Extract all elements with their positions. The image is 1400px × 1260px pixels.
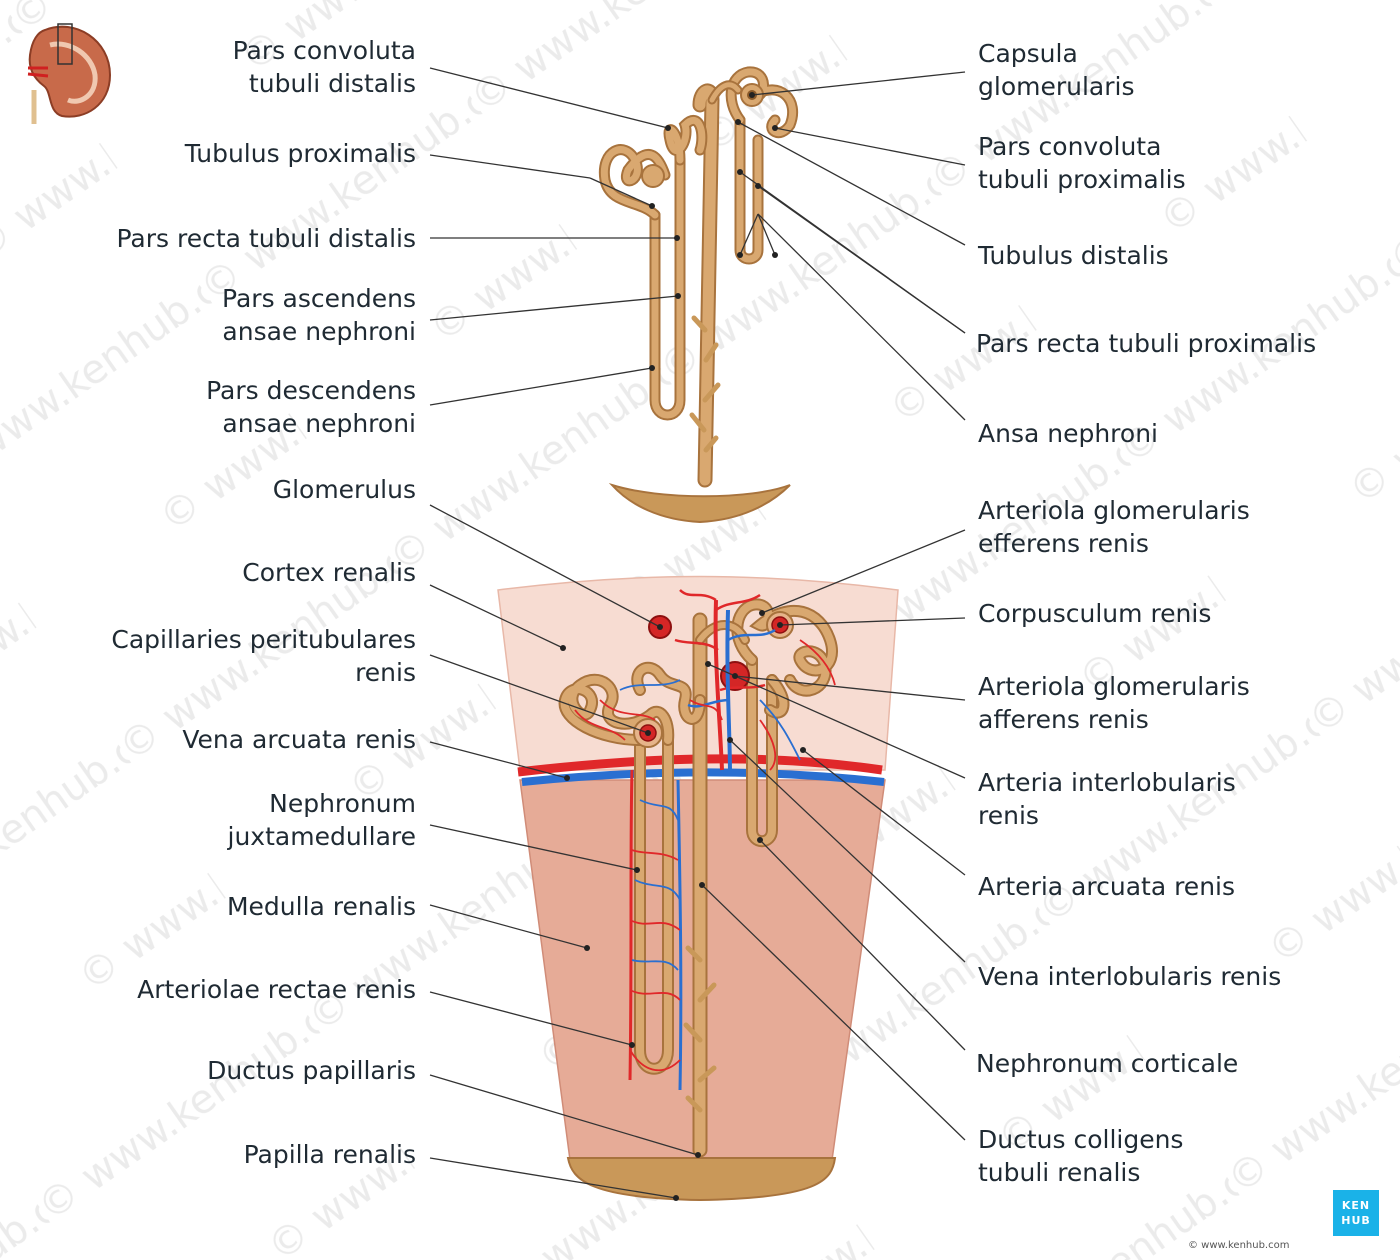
leader-capillaries-peritubulares xyxy=(429,654,649,734)
leader-vena-arcuata xyxy=(429,741,568,779)
leader-pars-convoluta-tubuli-distalis xyxy=(429,67,669,129)
leader-arteria-interlobularis xyxy=(707,663,966,779)
label-ansa-nephroni: Ansa nephroni xyxy=(978,419,1158,448)
label-pars-descendens-ansae-nephroni: Pars descendens ansae nephroni xyxy=(206,376,416,438)
label-pars-recta-tubuli-distalis: Pars recta tubuli distalis xyxy=(116,224,416,253)
label-arteriolae-rectae-renis: Arteriolae rectae renis xyxy=(137,975,416,1004)
label-capsula-glomerularis: Capsula glomerularis xyxy=(978,39,1135,101)
label-pars-convoluta-tubuli-distalis: Pars convoluta tubuli distalis xyxy=(232,36,416,98)
label-arteriola-glomerularis-efferens-renis: Arteriola glomerularis efferens renis xyxy=(978,496,1250,558)
leader-arteriola-efferens xyxy=(761,529,966,614)
label-vena-interlobularis-renis: Vena interlobularis renis xyxy=(978,962,1282,991)
label-nephronum-juxtamedullare: Nephronum juxtamedullare xyxy=(227,789,416,851)
kidney-thumbnail xyxy=(27,23,112,124)
leader-dots xyxy=(560,92,806,1201)
leader-tubulus-distalis xyxy=(737,121,966,246)
leader-glomerulus xyxy=(429,504,661,628)
leader-pars-convoluta-tubuli-proximalis xyxy=(774,127,966,166)
leader-cortex-renalis xyxy=(429,584,564,649)
leader-ansa-nephroni xyxy=(757,213,966,421)
label-ductus-colligens-tubuli-renalis: Ductus colligens tubuli renalis xyxy=(978,1125,1184,1187)
leader-corpusculum-renis xyxy=(779,617,966,626)
leader-pars-ascendens xyxy=(429,295,679,321)
leader-nephronum-corticale xyxy=(759,839,966,1051)
label-glomerulus: Glomerulus xyxy=(272,475,416,504)
label-corpusculum-renis: Corpusculum renis xyxy=(978,599,1212,628)
label-capillaries-peritubulares-renis: Capillaries peritubulares renis xyxy=(111,625,416,687)
leader-medulla-renalis xyxy=(429,904,588,949)
leader-arteria-arcuata xyxy=(802,749,966,876)
leader-ductus-papillaris xyxy=(429,1074,699,1156)
leader-ductus-colligens xyxy=(701,884,966,1141)
leader-nephronum-juxtamedullare xyxy=(429,824,638,871)
kenhub-logo: KEN HUB xyxy=(1333,1190,1379,1236)
label-pars-convoluta-tubuli-proximalis: Pars convoluta tubuli proximalis xyxy=(978,132,1186,194)
label-pars-recta-tubuli-proximalis: Pars recta tubuli proximalis xyxy=(976,329,1317,358)
credit-text: © www.kenhub.com xyxy=(1188,1240,1290,1251)
leader-arteriola-afferens xyxy=(734,675,966,701)
label-tubulus-distalis: Tubulus distalis xyxy=(978,241,1169,270)
label-medulla-renalis: Medulla renalis xyxy=(226,892,416,921)
leader-papilla-renalis xyxy=(429,1157,677,1199)
label-cortex-renalis: Cortex renalis xyxy=(242,558,416,587)
label-arteria-interlobularis-renis: Arteria interlobularis renis xyxy=(978,768,1236,830)
label-tubulus-proximalis: Tubulus proximalis xyxy=(184,139,416,168)
label-ductus-papillaris: Ductus papillaris xyxy=(207,1056,416,1085)
label-arteriola-glomerularis-afferens-renis: Arteriola glomerularis afferens renis xyxy=(978,672,1250,734)
label-papilla-renalis: Papilla renalis xyxy=(243,1140,416,1169)
label-pars-ascendens-ansae-nephroni: Pars ascendens ansae nephroni xyxy=(222,284,416,346)
leader-pars-descendens xyxy=(429,367,653,406)
leader-lines xyxy=(429,67,966,1199)
leader-capsula-glomerularis xyxy=(751,71,966,96)
leader-vena-interlobularis xyxy=(729,739,966,963)
label-vena-arcuata-renis: Vena arcuata renis xyxy=(182,725,416,754)
leader-arteriolae-rectae xyxy=(429,991,633,1046)
leader-tubulus-proximalis xyxy=(429,154,591,179)
label-nephronum-corticale: Nephronum corticale xyxy=(976,1049,1239,1078)
label-arteria-arcuata-renis: Arteria arcuata renis xyxy=(978,872,1236,901)
